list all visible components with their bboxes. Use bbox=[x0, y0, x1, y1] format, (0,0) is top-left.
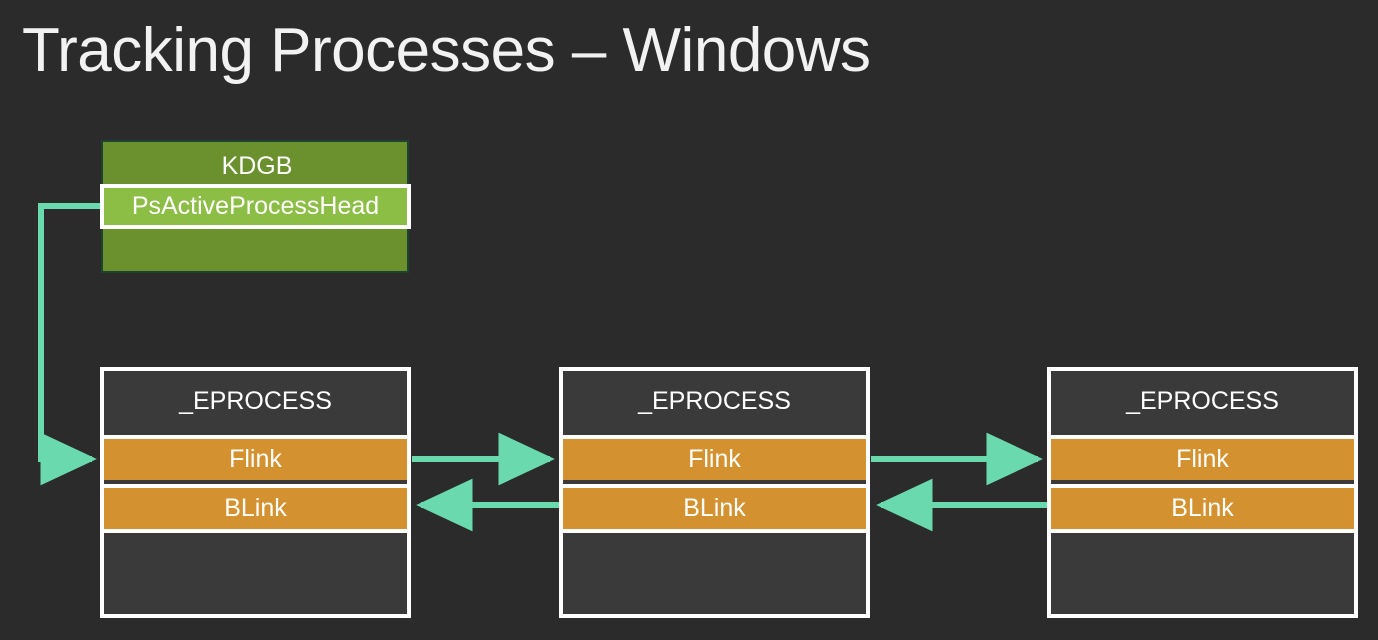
psactiveprocesshead-field: PsActiveProcessHead bbox=[100, 184, 411, 229]
eprocess-blink-field: BLink bbox=[1051, 484, 1354, 529]
eprocess-header-label: _EPROCESS bbox=[179, 387, 332, 415]
eprocess-blink-field: BLink bbox=[563, 484, 866, 529]
eprocess-node-0: _EPROCESS Flink BLink bbox=[100, 367, 411, 618]
eprocess-flink-field: Flink bbox=[104, 435, 407, 480]
eprocess-body-area bbox=[563, 529, 866, 614]
connector-psactivehead-to-node0 bbox=[38, 203, 100, 486]
eprocess-flink-field: Flink bbox=[1051, 435, 1354, 480]
eprocess-header-label: _EPROCESS bbox=[638, 387, 791, 415]
eprocess-body-area bbox=[104, 529, 407, 614]
eprocess-body-area bbox=[1051, 529, 1354, 614]
eprocess-header-label: _EPROCESS bbox=[1126, 387, 1279, 415]
eprocess-node-2: _EPROCESS Flink BLink bbox=[1047, 367, 1358, 618]
eprocess-blink-field: BLink bbox=[104, 484, 407, 529]
eprocess-node-1: _EPROCESS Flink BLink bbox=[559, 367, 870, 618]
kdgb-title-label: KDGB bbox=[221, 152, 293, 180]
eprocess-flink-field: Flink bbox=[563, 435, 866, 480]
page-title: Tracking Processes – Windows bbox=[22, 16, 871, 85]
